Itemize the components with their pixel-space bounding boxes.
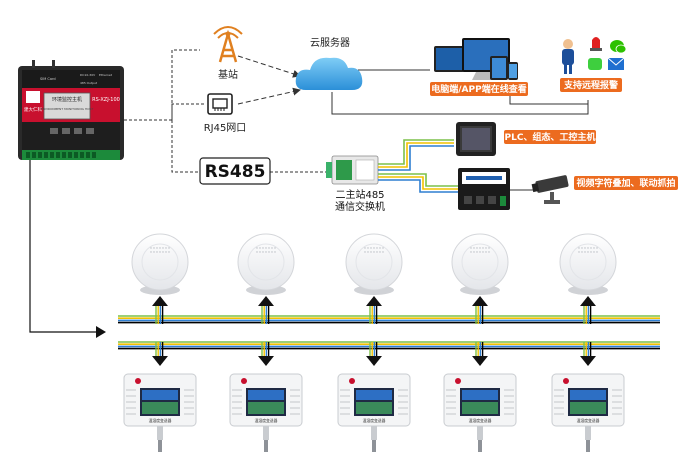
controller-bus-line (29, 160, 100, 333)
th-transmitter-icon: 温湿度变送器 (229, 373, 303, 452)
bus-to-sensor-link (580, 296, 596, 324)
bus-entry-arrow (96, 326, 106, 338)
ethernet-port-icon (207, 93, 233, 115)
plc-text: PLC、组态、工控主机 (505, 131, 596, 143)
brand-logo-icon (26, 91, 40, 103)
meter-row: 温湿度变送器 温湿度变送器 温湿度变送器 温湿度变送器 温湿度变送器 (123, 373, 625, 452)
controller-brand: 建大仁科 (24, 106, 42, 113)
rs485-label: RS485 (205, 162, 266, 182)
controller-port-3: 485 Output (80, 81, 98, 85)
bus-to-meter-link (472, 342, 488, 366)
video-overlay-badge: 视频字符叠加、联动抓拍 (574, 176, 678, 190)
cell-tower-icon (213, 26, 243, 63)
person-alarm-icon (562, 39, 574, 74)
bus-to-meter-link (580, 342, 596, 366)
remote-alarm-text: 支持远程报警 (563, 79, 618, 91)
siren-icon (590, 37, 602, 51)
bus-to-sensor-link (258, 296, 274, 324)
controller-port-1: DC10-30V (80, 73, 96, 77)
mail-icon (607, 57, 625, 70)
bus-to-meter-link (366, 342, 382, 366)
th-transmitter-icon: 温湿度变送器 (443, 373, 517, 452)
controller-port-2: Ethernet (99, 73, 113, 77)
th-transmitter-icon: 温湿度变送器 (337, 373, 411, 452)
cloud-icon (295, 57, 363, 90)
view-online-text: 电脑端/APP端在线查看 (431, 83, 526, 95)
base-station-label: 基站 (218, 68, 238, 81)
controller-model: RS-XZJ-100 (92, 97, 120, 103)
computer-tablet-phone-icon (434, 38, 518, 80)
th-transmitter-icon: 温湿度变送器 (551, 373, 625, 452)
ceiling-sensor-icon (451, 233, 509, 295)
bus-to-sensor-link (152, 296, 168, 324)
remote-alarm-badge: 支持远程报警 (560, 78, 622, 92)
bus-to-sensor-link (366, 296, 382, 324)
ceiling-sensor-icon (345, 233, 403, 295)
ceiling-sensor-icon (559, 233, 617, 295)
sensor-row (131, 233, 617, 295)
switch-label-2: 通信交换机 (335, 200, 385, 213)
rs485-switch-device (326, 155, 379, 185)
plc-badge: PLC、组态、工控主机 (504, 130, 596, 144)
message-icon (588, 58, 602, 70)
switch-wires (378, 139, 458, 193)
rj45-label: RJ45网口 (204, 122, 247, 134)
cloud-label: 云服务器 (310, 36, 350, 49)
switch-label-1: 二主站485 (335, 188, 384, 201)
controller-lcd (43, 92, 91, 120)
bus-to-meter-link (258, 342, 274, 366)
th-transmitter-icon: 温湿度变送器 (123, 373, 197, 452)
meter-title: 温湿度变送器 (255, 418, 278, 423)
controller-name-en: ENVIRONMENT MONITORING HOST (41, 107, 94, 111)
controller-sim-label: SIM Card (40, 77, 56, 81)
ceiling-sensor-icon (237, 233, 295, 295)
view-online-badge: 电脑端/APP端在线查看 (430, 82, 528, 96)
meter-title: 温湿度变送器 (577, 418, 600, 423)
bus-to-sensor-link (472, 296, 488, 324)
bus-to-meter-link (152, 342, 168, 366)
wechat-icon (610, 40, 627, 54)
ceiling-sensor-icon (131, 233, 189, 295)
video-overlay-box-icon (458, 168, 510, 210)
meter-title: 温湿度变送器 (149, 418, 172, 423)
touch-panel-icon (456, 122, 496, 156)
meter-title: 温湿度变送器 (363, 418, 386, 423)
video-overlay-text: 视频字符叠加、联动抓拍 (576, 177, 675, 189)
controller-name: 环境监控主机 (52, 96, 82, 103)
cctv-camera-icon (531, 175, 569, 204)
rs485-bus (118, 296, 660, 366)
controller-device: 建大仁科 环境监控主机 ENVIRONMENT MONITORING HOST … (18, 60, 124, 160)
rs485-box: RS485 (199, 157, 271, 185)
meter-title: 温湿度变送器 (469, 418, 492, 423)
connection-lines (124, 49, 589, 173)
